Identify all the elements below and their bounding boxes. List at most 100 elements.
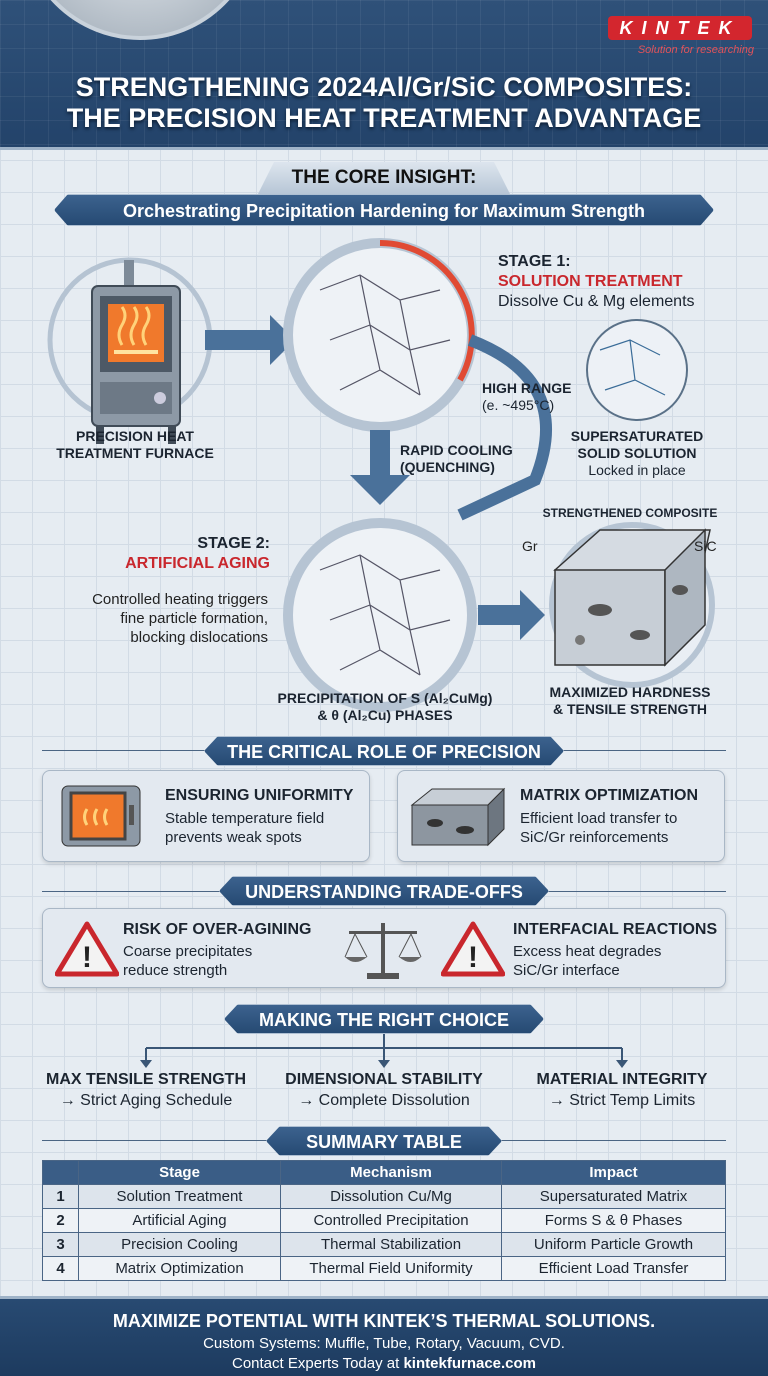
precision-heading: THE CRITICAL ROLE OF PRECISION <box>204 736 564 766</box>
quench-line: (QUENCHING) <box>400 459 495 475</box>
core-insight-heading: THE CORE INSIGHT: <box>258 162 510 194</box>
furnace-icon <box>61 785 141 847</box>
table-cell: 4 <box>42 1256 79 1281</box>
precipitation-label: PRECIPITATION OF S (Al₂CuMg) & θ (Al₂Cu)… <box>260 690 510 724</box>
composite-result: MAXIMIZED HARDNESS & TENSILE STRENGTH <box>530 684 730 718</box>
stage2-desc-line: blocking dislocations <box>130 629 268 646</box>
supersaturated-title: SUPERSATURATED <box>570 428 704 444</box>
stage1-desc: Dissolve Cu & Mg elements <box>498 293 695 310</box>
footer-headline: MAXIMIZE POTENTIAL WITH KINTEK’S THERMAL… <box>112 1311 656 1331</box>
warning-icon: ! <box>55 921 119 977</box>
furnace-label-line: PRECISION HEAT <box>76 428 194 444</box>
tradeoff-desc-line: SiC/Gr interface <box>513 962 620 979</box>
table-header-row: Stage Mechanism Impact <box>42 1160 726 1185</box>
composite-block-graphic <box>549 522 715 688</box>
tradeoff-desc-line: Coarse precipitates <box>123 943 253 960</box>
choice-action: → Strict Temp Limits <box>548 1092 696 1109</box>
card-matrix: MATRIX OPTIMIZATION Efficient load trans… <box>397 770 725 862</box>
balance-scale-icon <box>344 923 422 979</box>
stage2-desc-line: fine particle formation, <box>120 610 268 627</box>
supersaturated-desc: Locked in place <box>588 462 686 478</box>
svg-text:!: ! <box>468 941 478 974</box>
table-cell: 2 <box>42 1208 79 1233</box>
choice-connectors <box>140 1034 628 1068</box>
diagram-graphics <box>47 238 715 712</box>
choice-action: → Complete Dissolution <box>298 1092 470 1109</box>
table-cell: Artificial Aging <box>78 1208 281 1233</box>
grain-structure-stage1 <box>283 238 477 432</box>
tradeoff-desc-line: Excess heat degrades <box>513 943 662 960</box>
stage1-title: STAGE 1: <box>498 253 571 270</box>
high-range-value: (e. ~495°C) <box>482 397 555 413</box>
title-line-1: STRENGTHENING 2024Al/Gr/SiC COMPOSITES: <box>75 72 693 102</box>
page-title: STRENGTHENING 2024Al/Gr/SiC COMPOSITES: … <box>0 72 768 134</box>
furnace-label: PRECISION HEAT TREATMENT FURNACE <box>50 428 220 462</box>
composite-title: STRENGTHENED COMPOSITE <box>542 506 718 520</box>
stage2-name: ARTIFICIAL AGING <box>125 555 270 572</box>
column-header: Impact <box>501 1160 726 1185</box>
gr-label: Gr <box>522 538 538 554</box>
table-cell: Controlled Precipitation <box>280 1208 502 1233</box>
choice-option: MAX TENSILE STRENGTH → Strict Aging Sched… <box>28 1071 264 1110</box>
core-insight-subtitle: Orchestrating Precipitation Hardening fo… <box>54 194 714 226</box>
footer-contact: Contact Experts Today at kintekfurnace.c… <box>0 1355 768 1372</box>
svg-text:!: ! <box>82 941 92 974</box>
card-desc-line: Stable temperature field <box>165 810 325 827</box>
table-cell: Supersaturated Matrix <box>501 1184 726 1209</box>
choice-title: MATERIAL INTEGRITY <box>536 1071 708 1088</box>
choice-action: → Strict Aging Schedule <box>59 1092 233 1109</box>
supersaturated-title: SOLID SOLUTION <box>577 445 697 461</box>
arrow-curved <box>457 334 553 521</box>
tradeoff-title: RISK OF OVER-AGINING <box>123 921 312 938</box>
grain-structure-stage2 <box>283 518 477 712</box>
footer-systems: Custom Systems: Muffle, Tube, Rotary, Va… <box>203 1335 565 1352</box>
choice-title: MAX TENSILE STRENGTH <box>45 1071 246 1088</box>
tradeoffs-heading: UNDERSTANDING TRADE-OFFS <box>219 876 549 906</box>
column-header: Mechanism <box>280 1160 502 1185</box>
choice-heading: MAKING THE RIGHT CHOICE <box>224 1004 544 1034</box>
stage2-desc-line: Controlled heating triggers <box>92 591 268 608</box>
quench-line: RAPID COOLING <box>400 442 513 458</box>
choice-title: DIMENSIONAL STABILITY <box>285 1071 483 1088</box>
choice-option: MATERIAL INTEGRITY → Strict Temp Limits <box>504 1071 740 1110</box>
tradeoff-desc-line: reduce strength <box>123 962 228 979</box>
card-uniformity: ENSURING UNIFORMITY Stable temperature f… <box>42 770 370 862</box>
card-title: MATRIX OPTIMIZATION <box>520 787 699 804</box>
tradeoffs-card: ! RISK OF OVER-AGINING Coarse precipitat… <box>42 908 726 988</box>
arrow-quench <box>350 430 410 505</box>
sic-label: SiC <box>694 538 717 554</box>
supersaturated-label: SUPERSATURATED SOLID SOLUTION Locked in … <box>557 428 717 479</box>
tradeoff-desc: Coarse precipitates reduce strength <box>123 942 252 980</box>
stage2-label: STAGE 2: ARTIFICIAL AGING <box>110 534 270 574</box>
composite-result-line: MAXIMIZED HARDNESS <box>549 684 711 700</box>
high-range-label: HIGH RANGE (e. ~495°C) <box>482 380 571 414</box>
footer-link[interactable]: kintekfurnace.com <box>403 1355 537 1372</box>
table-cell: Matrix Optimization <box>78 1256 281 1281</box>
kintek-logo: KINTEK <box>608 16 752 40</box>
table-cell: Uniform Particle Growth <box>501 1232 726 1257</box>
furnace-icon <box>47 257 213 444</box>
footer: MAXIMIZE POTENTIAL WITH KINTEK’S THERMAL… <box>0 1296 768 1376</box>
logo-tagline: Solution for researching <box>637 44 754 56</box>
high-range-title: HIGH RANGE <box>482 380 572 396</box>
composite-result-line: & TENSILE STRENGTH <box>552 701 707 717</box>
precipitation-line: PRECIPITATION OF S (Al₂CuMg) <box>277 690 493 706</box>
summary-heading: SUMMARY TABLE <box>266 1126 502 1156</box>
precipitation-line: & θ (Al₂Cu) PHASES <box>317 707 453 723</box>
card-desc-line: SiC/Gr reinforcements <box>520 829 669 846</box>
stage2-desc: Controlled heating triggers fine particl… <box>40 590 268 647</box>
stage2-title: STAGE 2: <box>197 535 270 552</box>
column-header <box>42 1160 79 1185</box>
header: KINTEK Solution for researching STRENGTH… <box>0 0 768 150</box>
warning-icon: ! <box>441 921 505 977</box>
table-cell: 1 <box>42 1184 79 1209</box>
quench-label: RAPID COOLING (QUENCHING) <box>400 442 513 476</box>
table-cell: 3 <box>42 1232 79 1257</box>
grain-structure-supersaturated <box>586 319 688 421</box>
